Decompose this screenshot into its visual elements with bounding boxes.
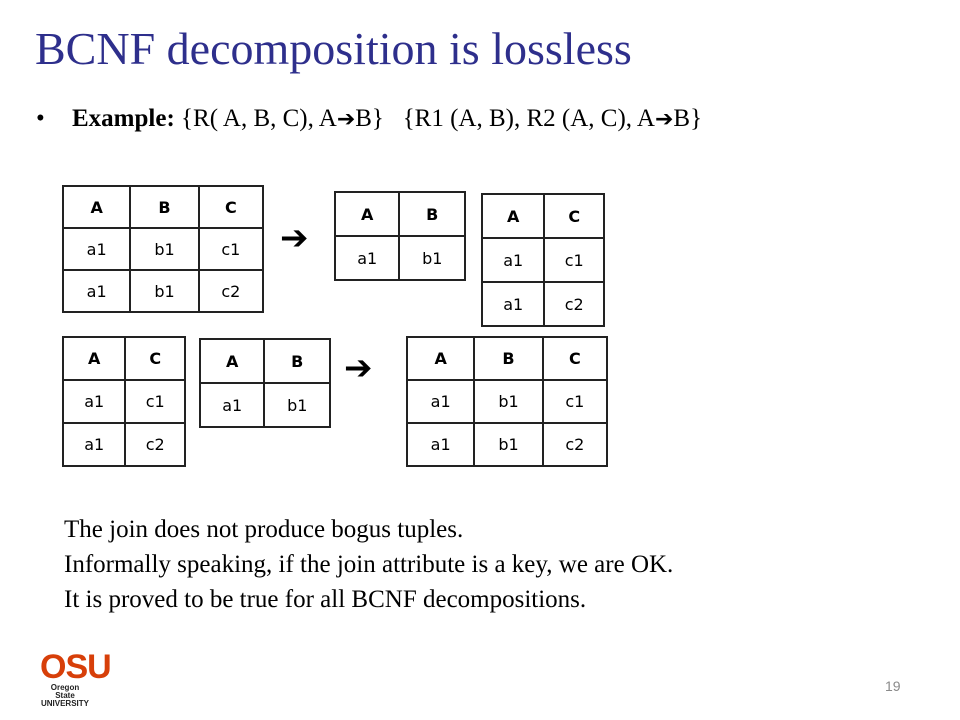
- column-header: B: [263, 338, 331, 384]
- table-cell: b1: [129, 227, 200, 271]
- column-header: A: [333, 191, 401, 237]
- table-cell: a1: [333, 235, 401, 281]
- table-cell: a1: [198, 382, 266, 428]
- column-header: A: [61, 336, 127, 381]
- table-cell: c1: [124, 379, 186, 424]
- table-cell: b1: [398, 235, 466, 281]
- table-cell: b1: [263, 382, 331, 428]
- note-line: It is proved to be true for all BCNF dec…: [64, 586, 587, 613]
- example-label: Example:: [72, 105, 175, 132]
- table-cell: c2: [124, 422, 186, 467]
- column-header: C: [197, 185, 265, 229]
- relation-decomposed-pre: {R1 (A, B), R2 (A, C), A: [402, 105, 655, 132]
- relation-original-pre: {R( A, B, C), A: [181, 105, 337, 132]
- table-cell: c1: [197, 227, 265, 271]
- column-header: A: [405, 336, 476, 381]
- table-cell: a1: [61, 227, 132, 271]
- osu-logo: OSU Oregon State UNIVERSITY: [40, 648, 112, 708]
- fd-arrow-icon: ➔: [654, 107, 674, 132]
- column-header: B: [473, 336, 544, 381]
- slide-title: BCNF decomposition is lossless: [35, 23, 632, 74]
- column-header: C: [543, 193, 605, 239]
- relation-decomposed-post: B}: [673, 105, 703, 132]
- table-cell: a1: [61, 379, 127, 424]
- column-header: A: [198, 338, 266, 384]
- table-cell: c2: [543, 281, 605, 327]
- table-cell: a1: [480, 237, 546, 283]
- column-header: B: [129, 185, 200, 229]
- column-header: A: [61, 185, 132, 229]
- table-cell: a1: [480, 281, 546, 327]
- relation-original-post: B}: [355, 105, 384, 132]
- note-line: Informally speaking, if the join attribu…: [64, 551, 674, 578]
- table-cell: a1: [405, 422, 476, 467]
- bullet: •: [36, 105, 45, 132]
- table-cell: a1: [61, 422, 127, 467]
- column-header: C: [541, 336, 609, 381]
- arrow-right-icon: ➔: [280, 218, 309, 258]
- table-cell: c1: [541, 379, 609, 424]
- table-cell: a1: [61, 269, 132, 313]
- logo-mark: OSU: [40, 648, 112, 686]
- example-line: •Example: {R( A, B, C), A➔B} {R1 (A, B),…: [36, 105, 702, 133]
- column-header: B: [398, 191, 466, 237]
- logo-line1: Oregon State: [50, 683, 80, 700]
- fd-arrow-icon: ➔: [336, 107, 356, 132]
- column-header: A: [480, 193, 546, 239]
- arrow-right-icon: ➔: [344, 348, 373, 388]
- table-cell: b1: [129, 269, 200, 313]
- table-cell: a1: [405, 379, 476, 424]
- table-cell: c2: [197, 269, 265, 313]
- table-cell: c1: [543, 237, 605, 283]
- table-cell: c2: [541, 422, 609, 467]
- column-header: C: [124, 336, 186, 381]
- notes: The join does not produce bogus tuples. …: [64, 512, 673, 617]
- table-cell: b1: [473, 422, 544, 467]
- note-line: The join does not produce bogus tuples.: [64, 516, 464, 543]
- logo-line2: UNIVERSITY: [40, 699, 89, 708]
- page-number: 19: [885, 678, 901, 694]
- table-cell: b1: [473, 379, 544, 424]
